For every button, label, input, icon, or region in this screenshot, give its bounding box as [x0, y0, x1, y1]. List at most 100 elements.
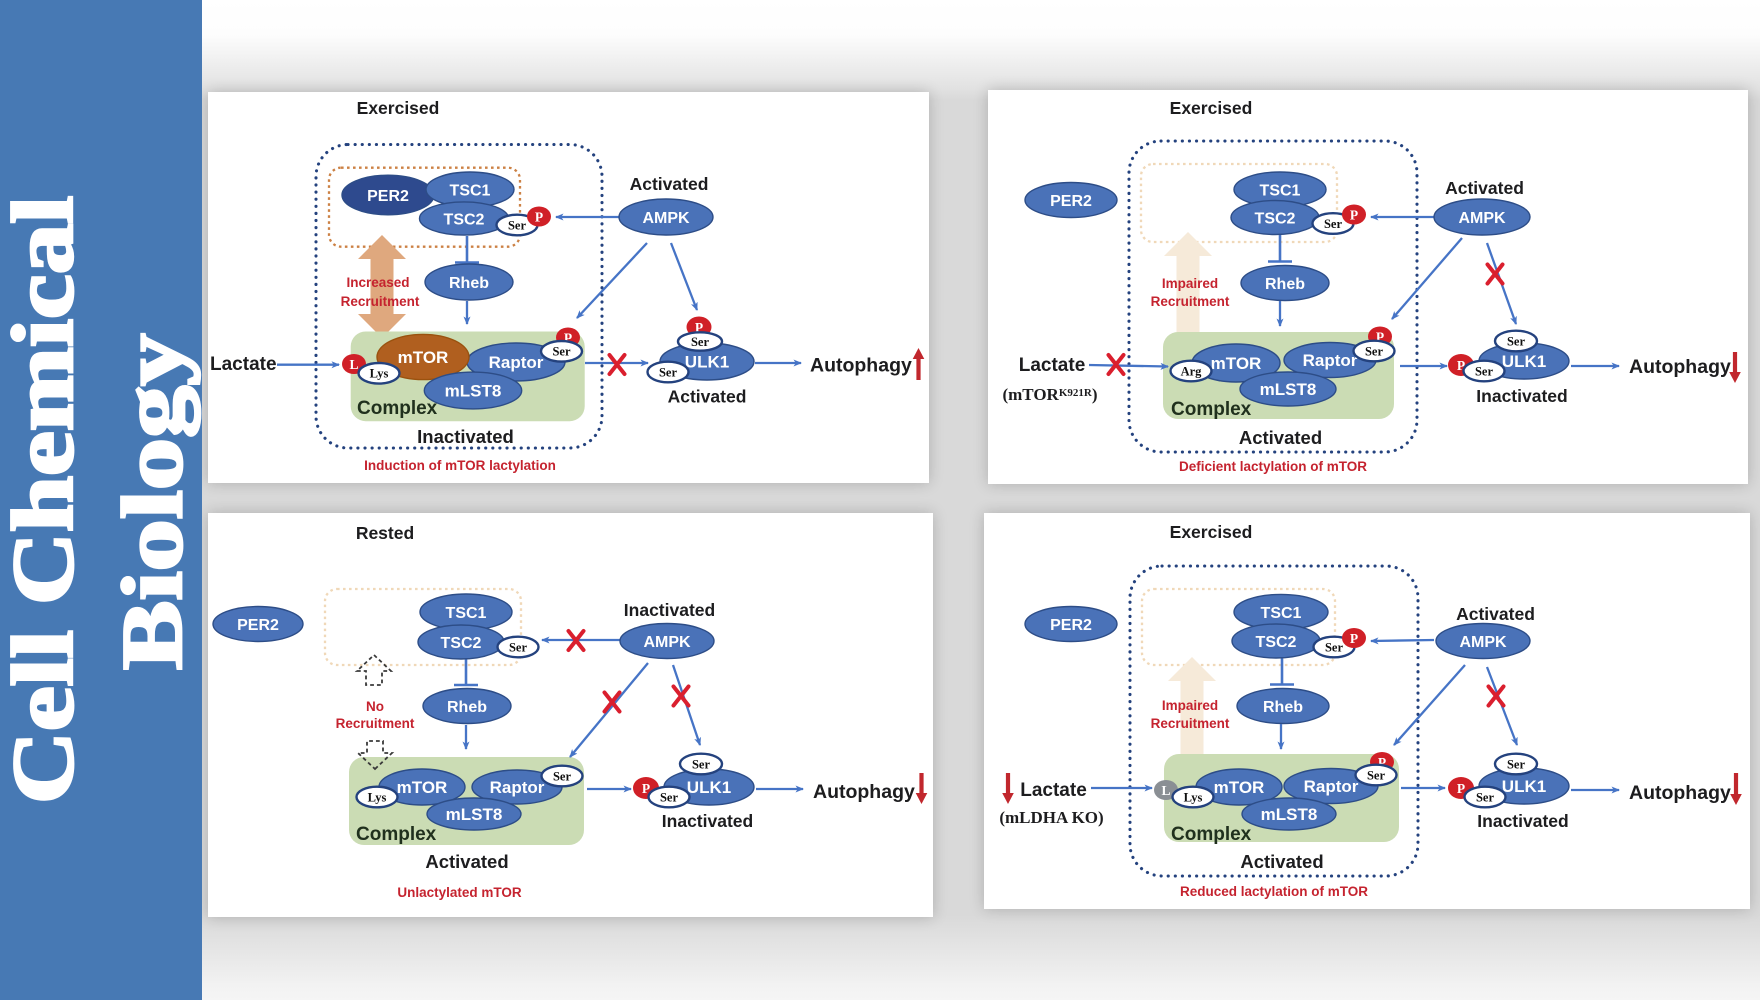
- svg-text:Activated: Activated: [1456, 604, 1535, 624]
- svg-text:Ser: Ser: [1507, 757, 1526, 771]
- svg-text:Rheb: Rheb: [1265, 276, 1305, 293]
- svg-text:Lactate: Lactate: [1020, 780, 1087, 801]
- svg-text:Rheb: Rheb: [447, 699, 487, 716]
- svg-text:P: P: [1378, 755, 1386, 770]
- svg-text:Ser: Ser: [552, 345, 571, 359]
- svg-text:TSC2: TSC2: [444, 211, 485, 228]
- svg-text:ULK1: ULK1: [687, 778, 731, 797]
- svg-text:Autophagy: Autophagy: [1629, 782, 1731, 804]
- svg-text:TSC1: TSC1: [1260, 182, 1301, 199]
- svg-text:Recruitment: Recruitment: [1151, 716, 1230, 731]
- svg-text:Complex: Complex: [1171, 399, 1252, 420]
- svg-text:(mTORK921R): (mTORK921R): [1002, 385, 1097, 404]
- svg-text:Raptor: Raptor: [1304, 777, 1359, 796]
- svg-text:Activated: Activated: [1240, 851, 1323, 872]
- svg-text:Activated: Activated: [668, 387, 747, 407]
- svg-text:AMPK: AMPK: [1459, 634, 1507, 651]
- svg-text:Ser: Ser: [1367, 768, 1386, 782]
- svg-text:P: P: [1350, 631, 1358, 646]
- svg-text:Activated: Activated: [630, 174, 709, 194]
- svg-text:TSC1: TSC1: [446, 605, 487, 622]
- svg-text:mLST8: mLST8: [1260, 380, 1317, 399]
- svg-text:Lys: Lys: [370, 367, 389, 381]
- svg-text:PER2: PER2: [237, 617, 279, 634]
- svg-text:L: L: [1161, 783, 1170, 798]
- svg-text:Autophagy: Autophagy: [813, 781, 915, 803]
- svg-text:Inactivated: Inactivated: [1476, 386, 1567, 406]
- svg-text:Ser: Ser: [1475, 364, 1494, 378]
- svg-text:TSC2: TSC2: [1256, 634, 1297, 651]
- svg-text:mTOR: mTOR: [398, 348, 449, 367]
- svg-text:Activated: Activated: [425, 851, 508, 872]
- svg-text:Rested: Rested: [356, 523, 414, 543]
- svg-text:Raptor: Raptor: [490, 778, 545, 797]
- svg-text:TSC2: TSC2: [441, 635, 482, 652]
- svg-text:Lactate: Lactate: [1019, 355, 1086, 376]
- svg-text:TSC1: TSC1: [450, 182, 491, 199]
- svg-text:Autophagy: Autophagy: [1629, 356, 1731, 378]
- svg-text:No: No: [366, 699, 384, 714]
- svg-text:Activated: Activated: [1445, 178, 1524, 198]
- svg-text:PER2: PER2: [1050, 193, 1092, 210]
- svg-text:Raptor: Raptor: [1303, 351, 1358, 370]
- svg-text:Ser: Ser: [1476, 790, 1495, 804]
- svg-text:Impaired: Impaired: [1162, 276, 1218, 291]
- svg-text:Inactivated: Inactivated: [624, 600, 715, 620]
- svg-text:Ser: Ser: [508, 218, 527, 232]
- svg-text:PER2: PER2: [1050, 617, 1092, 634]
- svg-text:Reduced lactylation of mTOR: Reduced lactylation of mTOR: [1180, 884, 1368, 899]
- svg-text:Ser: Ser: [691, 335, 710, 349]
- svg-text:Exercised: Exercised: [357, 98, 440, 118]
- svg-text:Inactivated: Inactivated: [417, 426, 514, 447]
- svg-text:Ser: Ser: [1365, 344, 1384, 358]
- svg-text:Recruitment: Recruitment: [336, 716, 415, 731]
- svg-text:Lactate: Lactate: [210, 354, 277, 375]
- svg-text:AMPK: AMPK: [1458, 210, 1506, 227]
- svg-text:Lys: Lys: [368, 790, 387, 804]
- svg-text:TSC1: TSC1: [1261, 605, 1302, 622]
- svg-text:Ser: Ser: [660, 790, 679, 804]
- svg-text:Recruitment: Recruitment: [1151, 294, 1230, 309]
- svg-text:Recruitment: Recruitment: [341, 294, 420, 309]
- svg-text:Ser: Ser: [1507, 334, 1526, 348]
- svg-text:Arg: Arg: [1181, 364, 1203, 378]
- svg-text:Ser: Ser: [1324, 217, 1343, 231]
- svg-text:Exercised: Exercised: [1170, 522, 1253, 542]
- svg-text:(mLDHA KO): (mLDHA KO): [999, 808, 1103, 827]
- svg-text:Exercised: Exercised: [1170, 98, 1253, 118]
- svg-text:ULK1: ULK1: [1502, 352, 1546, 371]
- svg-text:Inactivated: Inactivated: [662, 811, 753, 831]
- svg-text:PER2: PER2: [367, 188, 409, 205]
- svg-text:mTOR: mTOR: [1214, 778, 1265, 797]
- svg-text:ULK1: ULK1: [685, 353, 729, 372]
- svg-text:P: P: [1457, 781, 1465, 796]
- svg-text:mLST8: mLST8: [446, 805, 503, 824]
- svg-text:Unlactylated mTOR: Unlactylated mTOR: [397, 885, 522, 900]
- svg-text:L: L: [349, 357, 358, 372]
- svg-text:P: P: [564, 330, 572, 345]
- svg-text:Ser: Ser: [1325, 640, 1344, 654]
- svg-text:Impaired: Impaired: [1162, 698, 1218, 713]
- svg-text:Rheb: Rheb: [449, 275, 489, 292]
- svg-text:P: P: [695, 320, 703, 335]
- svg-text:Induction of mTOR lactylation: Induction of mTOR lactylation: [364, 458, 556, 473]
- svg-text:P: P: [1350, 207, 1358, 222]
- svg-text:mLST8: mLST8: [445, 382, 502, 401]
- svg-text:Ser: Ser: [509, 640, 528, 654]
- svg-text:P: P: [642, 781, 650, 796]
- svg-text:AMPK: AMPK: [643, 634, 691, 651]
- svg-text:Complex: Complex: [357, 398, 438, 419]
- svg-text:Ser: Ser: [692, 757, 711, 771]
- svg-text:Ser: Ser: [659, 365, 678, 379]
- svg-text:Inactivated: Inactivated: [1477, 811, 1568, 831]
- svg-text:mLST8: mLST8: [1261, 805, 1318, 824]
- svg-text:Complex: Complex: [1171, 824, 1252, 845]
- svg-text:mTOR: mTOR: [1211, 354, 1262, 373]
- svg-text:Deficient lactylation of mTOR: Deficient lactylation of mTOR: [1179, 459, 1367, 474]
- svg-text:Lys: Lys: [1184, 790, 1203, 804]
- svg-text:mTOR: mTOR: [397, 778, 448, 797]
- svg-text:Activated: Activated: [1239, 427, 1322, 448]
- svg-text:Complex: Complex: [356, 824, 437, 845]
- svg-text:ULK1: ULK1: [1502, 777, 1546, 796]
- svg-text:TSC2: TSC2: [1255, 210, 1296, 227]
